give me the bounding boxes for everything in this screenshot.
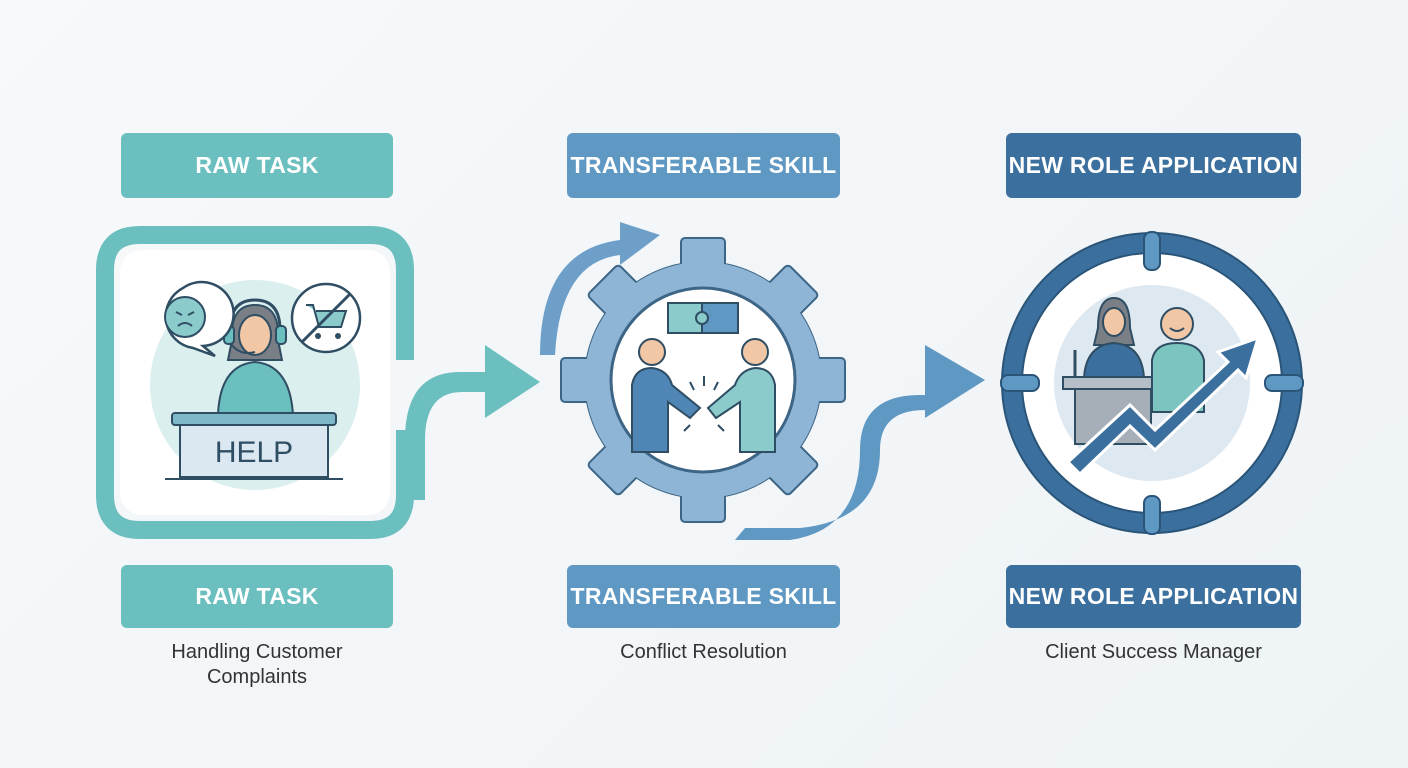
puzzle-icon bbox=[667, 302, 739, 334]
raw-task-description: Handling Customer Complaints bbox=[171, 641, 343, 688]
new-role-description: Client Success Manager bbox=[1045, 641, 1262, 663]
help-desk: HELP bbox=[165, 412, 343, 480]
raw-task-bottom-label: RAW TASK bbox=[121, 565, 393, 628]
transferable-skill-top-label: TRANSFERABLE SKILL bbox=[567, 133, 840, 198]
help-sign: HELP bbox=[215, 436, 293, 469]
handshake-icon bbox=[631, 338, 776, 453]
raw-task-top-label: RAW TASK bbox=[121, 133, 393, 198]
growth-arrow-icon bbox=[1065, 335, 1261, 477]
flow-arrow-icon bbox=[735, 345, 985, 540]
flow-arrow-icon bbox=[405, 345, 540, 500]
angry-face-icon bbox=[164, 280, 235, 358]
new-role-bottom-label: NEW ROLE APPLICATION bbox=[1006, 565, 1301, 628]
transferable-skill-description: Conflict Resolution bbox=[620, 641, 787, 663]
no-cart-icon bbox=[290, 282, 362, 354]
transferable-skill-bottom-label: TRANSFERABLE SKILL bbox=[567, 565, 840, 628]
new-role-top-label: NEW ROLE APPLICATION bbox=[1006, 133, 1301, 198]
flow-arrow-icon bbox=[540, 222, 660, 355]
